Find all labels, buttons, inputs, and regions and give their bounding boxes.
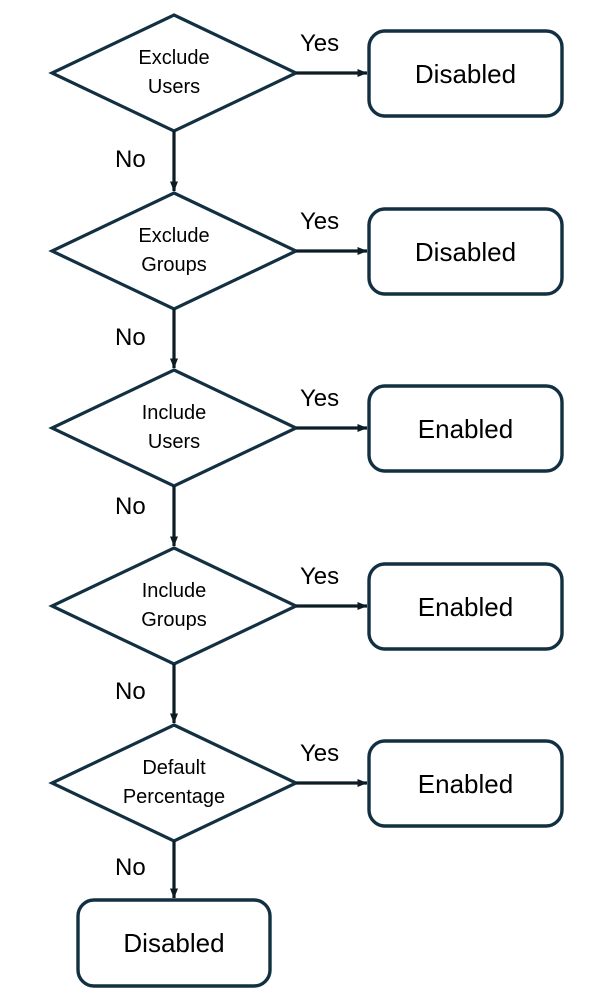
edge-label-no-5: No bbox=[115, 854, 146, 881]
decision-diamond-include-groups bbox=[48, 546, 300, 666]
outcome-box-2 bbox=[367, 207, 564, 296]
edge-label-no-1: No bbox=[115, 146, 146, 173]
edge-label-yes-2: Yes bbox=[300, 208, 340, 235]
decision-diamond-include-users bbox=[48, 368, 300, 488]
edge-label-yes-1: Yes bbox=[300, 30, 340, 57]
edge-label-yes-4: Yes bbox=[300, 563, 340, 590]
edge-label-no-4: No bbox=[115, 678, 146, 705]
decision-diamond-exclude-groups bbox=[48, 191, 300, 311]
outcome-box-1 bbox=[367, 29, 564, 118]
edge-label-no-2: No bbox=[115, 324, 146, 351]
edge-label-yes-5: Yes bbox=[300, 740, 340, 767]
outcome-box-5 bbox=[367, 739, 564, 828]
edge-label-no-3: No bbox=[115, 493, 146, 520]
edge-label-yes-3: Yes bbox=[300, 385, 340, 412]
outcome-box-4 bbox=[367, 562, 564, 651]
decision-diamond-exclude-users bbox=[48, 13, 300, 133]
outcome-box-6 bbox=[76, 898, 272, 988]
outcome-box-3 bbox=[367, 384, 564, 473]
decision-diamond-default-percentage bbox=[48, 723, 300, 843]
